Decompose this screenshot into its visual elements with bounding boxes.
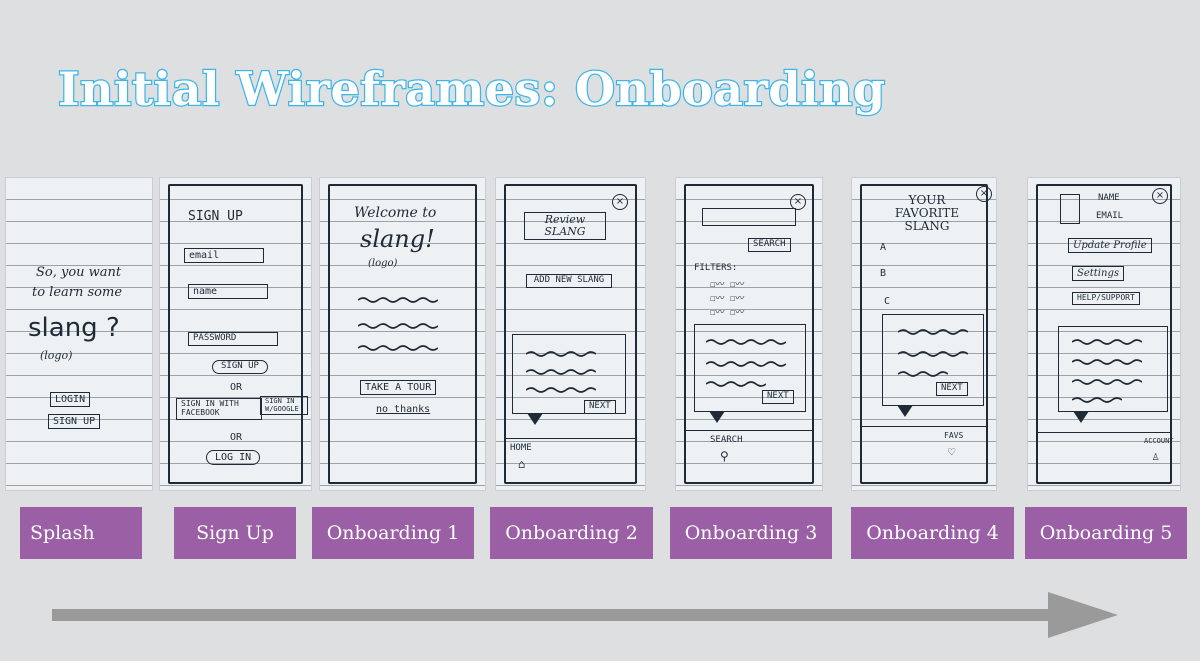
- signup-name-field: name: [188, 284, 268, 299]
- signup-password-field: PASSWORD: [188, 332, 278, 346]
- ob2-review-slang-button: Review SLANG: [524, 212, 606, 241]
- ob4-wave-2: [898, 350, 968, 358]
- ob3-wave-2: [706, 360, 786, 368]
- ob1-logo: (logo): [368, 258, 398, 269]
- ob2-wave-1: [526, 350, 596, 358]
- ob1-slang: slang!: [360, 225, 435, 253]
- ob5-tab-bar: [1036, 432, 1172, 433]
- phone-outline: [504, 184, 637, 484]
- wireframe-onboarding-1: Welcome to slang! (logo) TAKE A TOUR no …: [320, 178, 485, 490]
- ob3-wave-1: [706, 338, 786, 346]
- ob1-wave-2: [358, 322, 438, 330]
- heart-icon: ♡: [948, 445, 956, 459]
- ob3-wave-3: [706, 380, 766, 388]
- signup-email-field: email: [184, 248, 264, 263]
- splash-signup-button: SIGN UP: [48, 414, 101, 429]
- signup-or-2: OR: [230, 432, 243, 443]
- ob4-letter-c: C: [884, 296, 891, 307]
- ob2-wave-3: [526, 386, 596, 394]
- ob5-wave-2: [1072, 358, 1142, 366]
- close-icon: ×: [790, 194, 806, 210]
- signup-login-button: LOG IN: [206, 450, 261, 465]
- ob2-add-new-slang-button: ADD NEW SLANG: [526, 274, 612, 288]
- splash-logo: (logo): [40, 349, 73, 362]
- ob5-name: NAME: [1098, 193, 1120, 203]
- ob5-account-tab: ACCOUNT: [1144, 437, 1174, 445]
- label-onboarding-3: Onboarding 3: [670, 507, 832, 559]
- wireframe-onboarding-5: × NAME EMAIL Update Profile Settings HEL…: [1028, 178, 1180, 490]
- ob1-wave-1: [358, 296, 438, 304]
- wireframe-sign-up: SIGN UP email name PASSWORD SIGN UP OR S…: [160, 178, 311, 490]
- phone-outline: [328, 184, 477, 484]
- ob2-next-button: NEXT: [584, 400, 616, 414]
- phone-outline: [1036, 184, 1172, 484]
- ob3-search-input: [702, 208, 796, 226]
- label-sign-up: Sign Up: [174, 507, 296, 559]
- splash-login-button: LOGIN: [50, 392, 91, 407]
- ob5-update-profile: Update Profile: [1068, 238, 1152, 253]
- home-icon: ⌂: [518, 457, 526, 471]
- label-onboarding-5: Onboarding 5: [1025, 507, 1187, 559]
- ob5-wave-4: [1072, 396, 1122, 404]
- ob3-filters-label: FILTERS:: [694, 263, 738, 273]
- ob3-tab-bar: [684, 430, 814, 431]
- ob1-wave-3: [358, 344, 438, 352]
- ob4-favs-tab: FAVS: [944, 431, 964, 440]
- ob4-tab-bar: [860, 426, 988, 427]
- ob5-wave-1: [1072, 338, 1142, 346]
- label-onboarding-1: Onboarding 1: [312, 507, 474, 559]
- close-icon: ×: [976, 186, 992, 202]
- flow-arrow: [52, 592, 1118, 638]
- label-onboarding-2: Onboarding 2: [490, 507, 653, 559]
- ob1-take-tour-button: TAKE A TOUR: [360, 380, 437, 395]
- ob5-tooltip-bubble: [1058, 326, 1168, 423]
- ob4-next-button: NEXT: [936, 382, 968, 396]
- close-icon: ×: [1152, 188, 1168, 204]
- signup-submit-button: SIGN UP: [212, 360, 268, 374]
- phone-outline: [860, 184, 988, 484]
- ob4-wave-1: [898, 328, 968, 336]
- signup-google-button: SIGN IN W/GOOGLE: [260, 396, 308, 416]
- label-onboarding-4: Onboarding 4: [851, 507, 1014, 559]
- ob2-home-tab: HOME: [510, 443, 532, 453]
- ob3-next-button: NEXT: [762, 390, 794, 404]
- wireframe-onboarding-4: × YOUR FAVORITE SLANG A B C NEXT FAVS ♡: [852, 178, 996, 490]
- splash-slang: slang ?: [28, 313, 120, 343]
- wireframe-onboarding-3: × SEARCH FILTERS: ☐〰 ☐〰☐〰 ☐〰☐〰 ☐〰 NEXT S…: [676, 178, 822, 490]
- ob3-search-tab: SEARCH: [710, 435, 743, 445]
- ob4-wave-3: [898, 370, 948, 378]
- close-icon: ×: [612, 194, 628, 210]
- splash-line1: So, you want: [36, 265, 122, 280]
- ob5-settings: Settings: [1072, 266, 1124, 281]
- ob2-tab-bar: [504, 438, 637, 439]
- ob5-help-support: HELP/SUPPORT: [1072, 292, 1140, 305]
- page-title: Initial Wireframes: Onboarding: [57, 61, 887, 118]
- search-icon: ⚲: [720, 449, 729, 463]
- ob4-letter-b: B: [880, 268, 887, 279]
- wireframe-splash: So, you want to learn some slang ? (logo…: [6, 178, 152, 490]
- ob4-heading: YOUR FAVORITE SLANG: [894, 193, 960, 234]
- signup-facebook-button: SIGN IN WITH FACEBOOK: [176, 398, 262, 420]
- signup-heading: SIGN UP: [188, 209, 243, 224]
- ob5-email: EMAIL: [1096, 211, 1124, 221]
- ob5-wave-3: [1072, 378, 1142, 386]
- ob4-tooltip-bubble: [882, 314, 984, 417]
- ob4-letter-a: A: [880, 242, 887, 253]
- label-splash: Splash: [20, 507, 142, 559]
- wireframe-onboarding-2: × Review SLANG ADD NEW SLANG NEXT HOME ⌂: [496, 178, 645, 490]
- ob3-search-button: SEARCH: [748, 238, 791, 252]
- ob2-wave-2: [526, 368, 596, 376]
- ob1-no-thanks-link: no thanks: [376, 404, 431, 415]
- ob3-filter-checkboxes: ☐〰 ☐〰☐〰 ☐〰☐〰 ☐〰: [710, 280, 745, 318]
- ob2-tooltip-bubble: [512, 334, 626, 425]
- avatar-icon: [1060, 194, 1080, 224]
- phone-outline: [684, 184, 814, 484]
- ob3-tooltip-bubble: [694, 324, 806, 423]
- person-icon: ♙: [1152, 449, 1160, 463]
- ob1-welcome: Welcome to: [354, 205, 437, 221]
- phone-outline: [168, 184, 303, 484]
- signup-or-1: OR: [230, 382, 243, 393]
- splash-line2: to learn some: [32, 285, 123, 300]
